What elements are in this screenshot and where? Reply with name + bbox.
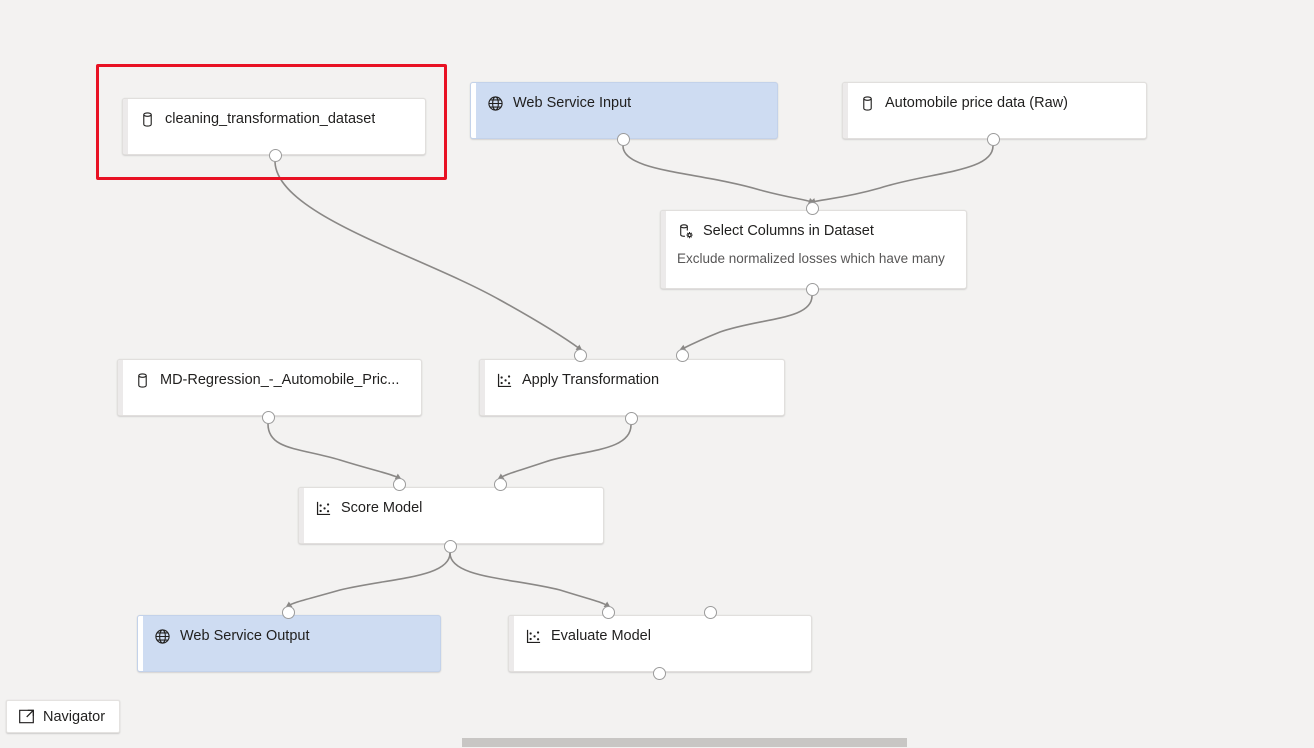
node-body: cleaning_transformation_dataset [128,99,425,154]
node-title-row: cleaning_transformation_dataset [139,110,413,129]
scatter-chart-icon [315,500,332,517]
node-accent-stripe [480,360,485,415]
edge-web-service-input-to-select-columns-in-dataset[interactable] [622,145,816,205]
node-body: Web Service Output [143,616,440,671]
node-accent-stripe [471,83,476,138]
node-body: Automobile price data (Raw) [848,83,1146,138]
globe-icon [154,628,171,645]
port-output-web-service-input[interactable] [616,132,630,146]
node-web-service-output[interactable]: Web Service Output [137,615,441,672]
edge-automobile-price-data-raw-to-select-columns-in-dataset[interactable] [808,145,994,205]
edge-apply-transformation-to-score-model[interactable] [497,424,632,480]
node-cleaning-transformation-dataset[interactable]: cleaning_transformation_dataset [122,98,426,155]
node-subtitle: Exclude normalized losses which have man… [677,251,945,266]
node-title-row: Score Model [315,499,591,518]
node-title-row: Web Service Output [154,627,428,646]
port-output-evaluate-model[interactable] [652,666,666,680]
node-md-regression-automobile-price[interactable]: MD-Regression_-_Automobile_Pric... [117,359,422,416]
node-body: Evaluate Model [514,616,811,671]
edge-score-model-to-evaluate-model[interactable] [449,552,611,608]
node-title: Automobile price data (Raw) [885,95,1068,111]
port-input-web-service-output[interactable] [281,605,295,619]
node-title: Select Columns in Dataset [703,223,874,239]
node-title-row: Evaluate Model [525,627,799,646]
edge-score-model-to-web-service-output[interactable] [285,552,451,608]
edge-cleaning-transformation-dataset-to-apply-transformation[interactable] [274,161,583,351]
port-input-apply-transformation[interactable] [573,348,587,362]
node-accent-stripe [661,211,666,288]
port-input-score-model[interactable] [493,477,507,491]
node-title-row: Automobile price data (Raw) [859,94,1134,113]
node-accent-stripe [299,488,304,543]
node-accent-stripe [138,616,143,671]
port-output-md-regression-automobile-price[interactable] [261,410,275,424]
node-title-row: Select Columns in Dataset [677,222,954,241]
port-output-cleaning-transformation-dataset[interactable] [268,148,282,162]
node-title: Web Service Output [180,628,310,644]
database-icon [134,372,151,389]
port-output-score-model[interactable] [443,539,457,553]
node-evaluate-model[interactable]: Evaluate Model [508,615,812,672]
node-body: Web Service Input [476,83,777,138]
node-accent-stripe [509,616,514,671]
navigator-button[interactable]: Navigator [6,700,121,733]
navigator-label: Navigator [43,708,106,725]
node-title: cleaning_transformation_dataset [165,111,376,127]
node-title: Evaluate Model [551,628,651,644]
node-apply-transformation[interactable]: Apply Transformation [479,359,785,416]
node-body: MD-Regression_-_Automobile_Pric... [123,360,421,415]
node-score-model[interactable]: Score Model [298,487,604,544]
node-title: Score Model [341,500,423,516]
database-gear-icon [677,223,694,240]
port-input-score-model[interactable] [392,477,406,491]
node-title: Web Service Input [513,95,632,111]
port-input-select-columns-in-dataset[interactable] [805,201,819,215]
scatter-chart-icon [525,628,542,645]
node-title: Apply Transformation [522,372,660,388]
node-title-row: MD-Regression_-_Automobile_Pric... [134,371,409,390]
node-accent-stripe [843,83,848,138]
edge-select-columns-in-dataset-to-apply-transformation[interactable] [679,295,813,351]
horizontal-scrollbar-thumb[interactable] [462,738,907,747]
node-title-row: Apply Transformation [496,371,772,390]
node-title-row: Web Service Input [487,94,765,113]
node-web-service-input[interactable]: Web Service Input [470,82,778,139]
port-output-apply-transformation[interactable] [624,411,638,425]
node-body: Score Model [304,488,603,543]
node-body: Apply Transformation [485,360,784,415]
expand-view-icon [18,708,35,725]
globe-icon [487,95,504,112]
port-output-select-columns-in-dataset[interactable] [805,282,819,296]
port-output-automobile-price-data-raw[interactable] [986,132,1000,146]
scatter-chart-icon [496,372,513,389]
node-automobile-price-data-raw[interactable]: Automobile price data (Raw) [842,82,1147,139]
port-input-evaluate-model[interactable] [703,605,717,619]
port-input-evaluate-model[interactable] [601,605,615,619]
port-input-apply-transformation[interactable] [675,348,689,362]
database-icon [139,111,156,128]
horizontal-scrollbar-track[interactable] [0,737,1314,748]
node-accent-stripe [123,99,128,154]
node-accent-stripe [118,360,123,415]
database-icon [859,95,876,112]
node-title: MD-Regression_-_Automobile_Pric... [160,372,400,388]
edge-md-regression-automobile-price-to-score-model[interactable] [267,423,402,480]
